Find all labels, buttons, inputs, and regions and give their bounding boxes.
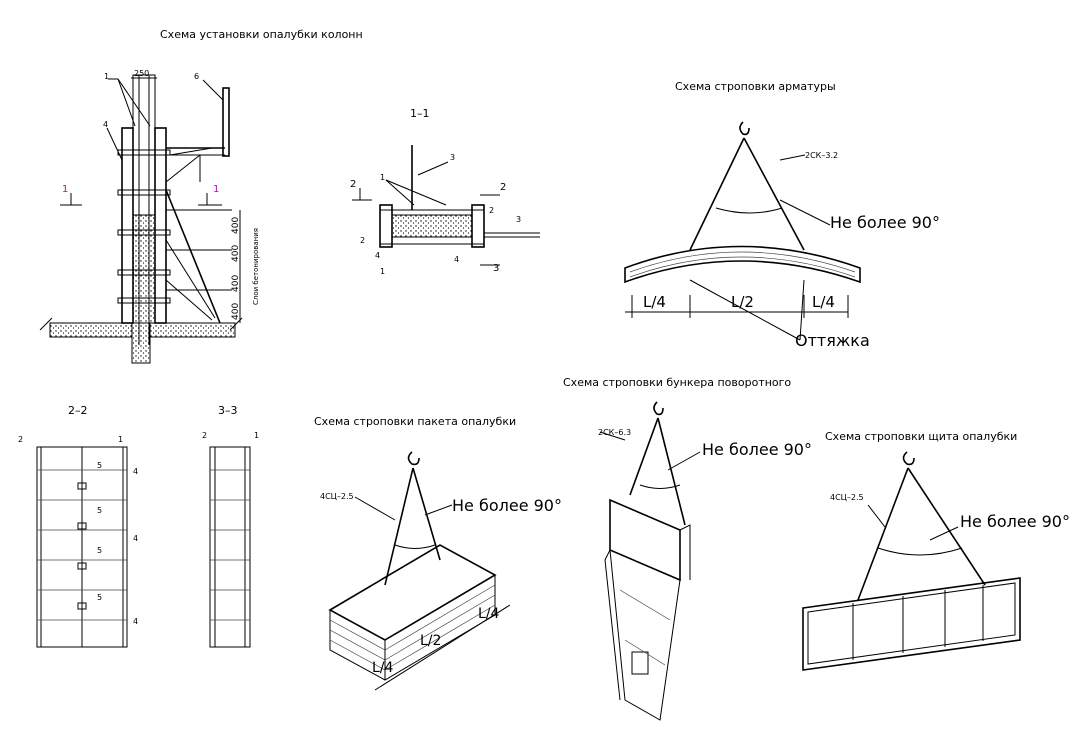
- section-2-2-diagram: 2–2 2 1 4 5 5 4 5 5 4: [18, 404, 138, 648]
- rebar-slinging-diagram: 2СК–3.2 Не более 90° L/4 L/2 L/4 Оттяжка: [624, 121, 940, 350]
- title-columns: Схема установки опалубки колонн: [160, 28, 363, 41]
- s22-callout-1: 1: [118, 435, 123, 444]
- cut-2-right: 2: [500, 182, 506, 193]
- section-1-1-diagram: 1–1 2 2 3 1 3 2 2 3 4 4 1: [350, 107, 540, 276]
- layer-note: Слои бетонирования: [252, 228, 260, 305]
- s22-callout-5b: 5: [97, 506, 102, 515]
- cut-mark-left: 1: [62, 184, 68, 195]
- s11-callout-3a: 3: [450, 153, 455, 162]
- rebar-l2: L/2: [731, 293, 754, 311]
- bunker-angle-label: Не более 90°: [702, 440, 812, 459]
- s22-callout-4c: 4: [133, 617, 138, 626]
- section-1-1-label: 1–1: [410, 107, 430, 120]
- rebar-sling-label: 2СК–3.2: [805, 151, 838, 160]
- dim-side-1: 400: [231, 217, 241, 234]
- package-hook-icon: [407, 451, 420, 466]
- s33-callout-1: 1: [254, 431, 259, 440]
- title-rebar: Схема строповки арматуры: [675, 80, 836, 93]
- s22-callout-4b: 4: [133, 534, 138, 543]
- section-2-2-label: 2–2: [68, 404, 88, 417]
- section-3-3-label: 3–3: [218, 404, 238, 417]
- cut-2-left: 2: [350, 179, 356, 190]
- s11-callout-1a: 1: [380, 173, 385, 182]
- dim-side-2: 400: [231, 245, 241, 262]
- s11-callout-1b: 1: [380, 267, 385, 276]
- s22-callout-5c: 5: [97, 546, 102, 555]
- dim-top: 250: [134, 69, 149, 78]
- package-slinging-diagram: 4СЦ–2.5 Не более 90° L/4 L/2 L/4: [320, 451, 562, 691]
- rebar-guy-label: Оттяжка: [795, 331, 870, 350]
- section-3-3-diagram: 3–3 2 1: [202, 404, 259, 648]
- cut-3-bottom: 3: [493, 263, 499, 274]
- s11-callout-2b: 2: [489, 206, 494, 215]
- package-l2: L/2: [420, 633, 441, 649]
- title-bunker: Схема строповки бункера поворотного: [563, 376, 791, 389]
- callout-col-1: 1: [104, 72, 109, 81]
- bunker-sling-label: 2СК–6.3: [598, 428, 631, 437]
- package-angle-label: Не более 90°: [452, 496, 562, 515]
- s11-callout-4b: 4: [454, 255, 459, 264]
- s22-callout-2: 2: [18, 435, 23, 444]
- column-formwork-diagram: 400 400 400 400 Слои бетонирования 250 1…: [39, 69, 260, 364]
- s11-callout-2a: 2: [360, 236, 365, 245]
- package-l4-right: L/4: [478, 606, 500, 622]
- s33-callout-2: 2: [202, 431, 207, 440]
- shield-angle-label: Не более 90°: [960, 512, 1070, 531]
- bunker-slinging-diagram: 2СК–6.3 Не более 90°: [598, 401, 812, 721]
- s22-callout-5a: 5: [97, 461, 102, 470]
- shield-slinging-diagram: 4СЦ–2.5 Не более 90°: [802, 451, 1070, 671]
- callout-col-6: 6: [194, 72, 199, 81]
- s11-callout-4a: 4: [375, 251, 380, 260]
- title-shield: Схема строповки щита опалубки: [825, 430, 1017, 443]
- title-package: Схема строповки пакета опалубки: [314, 415, 516, 428]
- rebar-l4-right: L/4: [812, 293, 835, 311]
- s22-callout-4a: 4: [133, 467, 138, 476]
- package-l4-left: L/4: [372, 660, 394, 676]
- shield-hook-icon: [902, 451, 915, 466]
- rebar-angle-label: Не более 90°: [830, 213, 940, 232]
- s11-callout-3b: 3: [516, 215, 521, 224]
- s22-callout-5d: 5: [97, 593, 102, 602]
- rebar-hook-icon: [739, 121, 750, 136]
- rebar-l4-left: L/4: [643, 293, 666, 311]
- package-sling-label: 4СЦ–2.5: [320, 492, 354, 501]
- shield-sling-label: 4СЦ–2.5: [830, 493, 864, 502]
- cut-mark-right: 1: [213, 184, 219, 195]
- callout-col-4: 4: [103, 120, 108, 129]
- bunker-hook-icon: [653, 401, 664, 416]
- dim-side-3: 400: [231, 275, 241, 292]
- dim-side-4: 400: [231, 303, 241, 320]
